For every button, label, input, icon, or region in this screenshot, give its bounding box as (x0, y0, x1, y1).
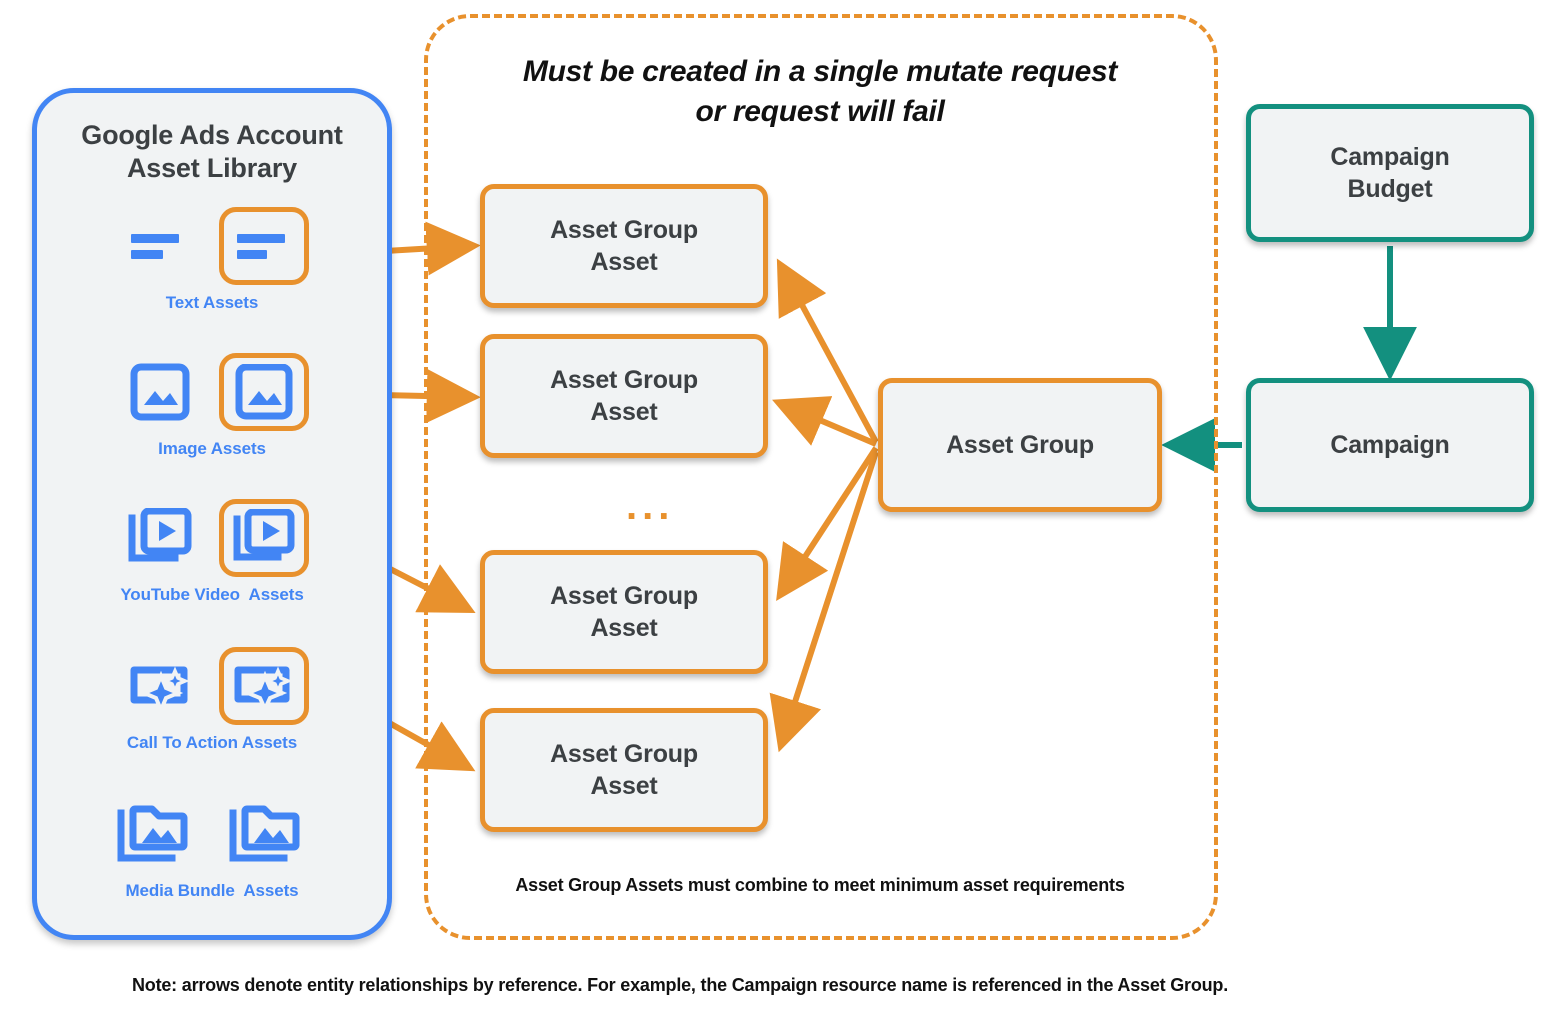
video-stack-icon (115, 499, 205, 577)
aga2-line2: Asset (590, 398, 658, 426)
mutate-request-region (424, 14, 1218, 940)
asset-group-asset-node-1[interactable]: Asset Group Asset (480, 184, 768, 308)
campaign-budget-line1: Campaign (1330, 143, 1450, 171)
asset-library-panel: Google Ads Account Asset Library Text As… (32, 88, 392, 940)
asset-label-image: Image Assets (158, 439, 266, 458)
mutate-request-title-line1: Must be created in a single mutate reque… (522, 55, 1118, 88)
text-lines-icon (115, 207, 205, 285)
asset-label-cta: Call To Action Assets (126, 733, 298, 752)
asset-row-media-bundle[interactable]: Media Bundle Assets (37, 789, 387, 907)
footer-note: Note: arrows denote entity relationships… (131, 975, 1229, 995)
asset-icons-video (37, 493, 387, 583)
media-bundle-folder-icon-2 (223, 795, 313, 873)
mutate-region-footer: Asset Group Assets must combine to meet … (515, 875, 1125, 895)
aga3-line1: Asset Group (550, 582, 698, 610)
image-icon-highlighted[interactable] (219, 353, 309, 431)
aga1-line1: Asset Group (550, 216, 698, 244)
asset-library-title: Google Ads Account Asset Library (37, 119, 387, 185)
aga4-line2: Asset (590, 772, 658, 800)
aga4-line1: Asset Group (550, 740, 698, 768)
asset-group-node[interactable]: Asset Group (878, 378, 1162, 512)
aga3-line2: Asset (590, 614, 658, 642)
image-icon (115, 353, 205, 431)
campaign-budget-node[interactable]: Campaign Budget (1246, 104, 1534, 242)
media-bundle-folder-icon (111, 795, 201, 873)
aga2-line1: Asset Group (550, 366, 698, 394)
asset-icons-text (37, 201, 387, 291)
campaign-label: Campaign (1330, 431, 1450, 459)
asset-icons-image (37, 347, 387, 437)
asset-group-asset-node-2[interactable]: Asset Group Asset (480, 334, 768, 458)
asset-row-image[interactable]: Image Assets (37, 347, 387, 465)
aga1-line2: Asset (590, 248, 658, 276)
asset-group-label: Asset Group (946, 431, 1094, 459)
asset-row-video[interactable]: YouTube Video Assets (37, 493, 387, 611)
asset-library-title-line2: Asset Library (127, 152, 297, 183)
asset-row-cta[interactable]: Call To Action Assets (37, 641, 387, 759)
asset-group-asset-node-3[interactable]: Asset Group Asset (480, 550, 768, 674)
asset-row-text[interactable]: Text Assets (37, 201, 387, 319)
asset-label-video: YouTube Video Assets (120, 585, 304, 604)
call-to-action-sparkle-icon-highlighted[interactable] (219, 647, 309, 725)
asset-group-asset-ellipsis: ... (626, 484, 675, 528)
asset-group-asset-node-4[interactable]: Asset Group Asset (480, 708, 768, 832)
asset-icons-media-bundle (37, 789, 387, 879)
call-to-action-sparkle-icon (115, 647, 205, 725)
asset-library-title-line1: Google Ads Account (81, 120, 343, 150)
video-stack-icon-highlighted[interactable] (219, 499, 309, 577)
campaign-node[interactable]: Campaign (1246, 378, 1534, 512)
asset-icons-cta (37, 641, 387, 731)
text-lines-icon-highlighted[interactable] (219, 207, 309, 285)
asset-label-text: Text Assets (165, 293, 259, 312)
asset-label-media-bundle: Media Bundle Assets (125, 881, 299, 900)
campaign-budget-line2: Budget (1347, 175, 1433, 203)
mutate-request-title: Must be created in a single mutate reque… (440, 52, 1200, 132)
mutate-request-title-line2: or request will fail (695, 94, 945, 128)
